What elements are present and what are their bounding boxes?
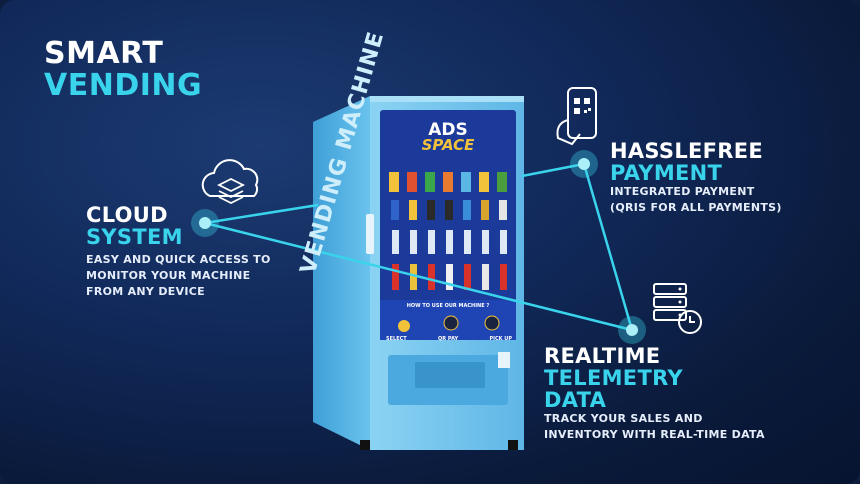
telemetry-title: REALTIME TELEMETRY DATA bbox=[544, 344, 683, 412]
node-telemetry bbox=[626, 324, 638, 336]
server-clock-icon bbox=[653, 283, 702, 334]
cloud-title: CLOUD SYSTEM bbox=[86, 203, 183, 249]
headline: SMART VENDING bbox=[44, 36, 203, 103]
screen-howto: HOW TO USE OUR MACHINE ? bbox=[406, 303, 490, 309]
payment-description: INTEGRATED PAYMENT (QRIS FOR ALL PAYMENT… bbox=[610, 185, 782, 214]
telemetry-description: Track your sales and inventory with real… bbox=[544, 412, 765, 441]
connector-lines bbox=[204, 162, 634, 332]
machine-side-panel bbox=[313, 96, 370, 450]
cloud-stack-icon bbox=[201, 159, 259, 205]
payment-title: HASSLEFREE PAYMENT bbox=[610, 139, 764, 185]
cloud-description: EASY AND QUICK ACCESS TO MONITOR YOUR MA… bbox=[86, 253, 271, 298]
node-cloud bbox=[199, 217, 211, 229]
screen-steps: SELECT QR PAY PICK UP bbox=[386, 336, 512, 342]
node-payment bbox=[578, 158, 590, 170]
phone-qr-icon bbox=[556, 87, 597, 146]
screen-brand: ADS SPACE bbox=[421, 120, 475, 154]
